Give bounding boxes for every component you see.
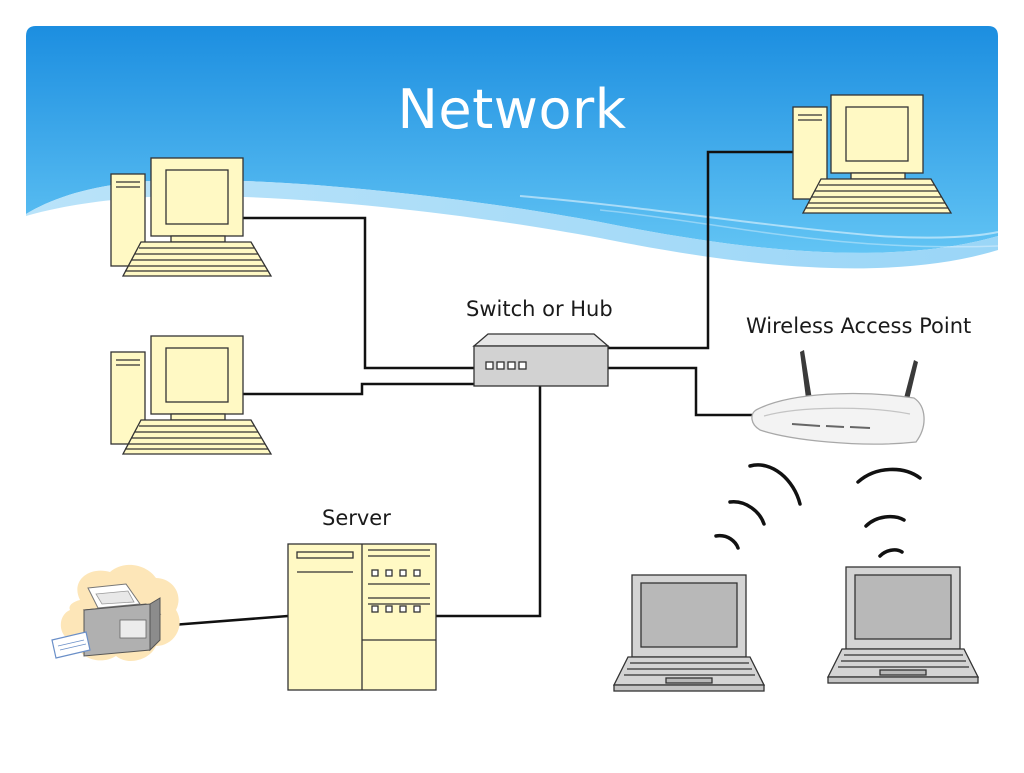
- wireless-router-icon: [751, 350, 925, 445]
- cable-printer-server: [171, 614, 289, 627]
- desktop-computer-icon: [792, 94, 953, 214]
- cable-switch-wap: [608, 366, 760, 417]
- wifi-signal-icon: [714, 463, 802, 550]
- cable-switch-desktop3: [608, 150, 795, 350]
- server-icon: [287, 543, 437, 691]
- cable-desktop1-switch: [240, 216, 474, 370]
- desktop-computer-icon: [110, 335, 273, 455]
- cable-switch-server: [436, 386, 542, 618]
- cable-desktop2-switch: [240, 382, 474, 396]
- laptop-icon: [826, 566, 980, 684]
- wifi-signal-icon: [856, 467, 922, 558]
- laptop-icon: [612, 574, 766, 692]
- switch-icon: [472, 333, 610, 387]
- printer-icon: [51, 564, 180, 661]
- desktop-computer-icon: [110, 157, 273, 277]
- slide-title: Network: [397, 78, 627, 141]
- wireless-ap-label: Wireless Access Point: [746, 314, 972, 338]
- server-label: Server: [322, 506, 391, 530]
- cables: [171, 150, 795, 627]
- switch-label: Switch or Hub: [466, 297, 613, 321]
